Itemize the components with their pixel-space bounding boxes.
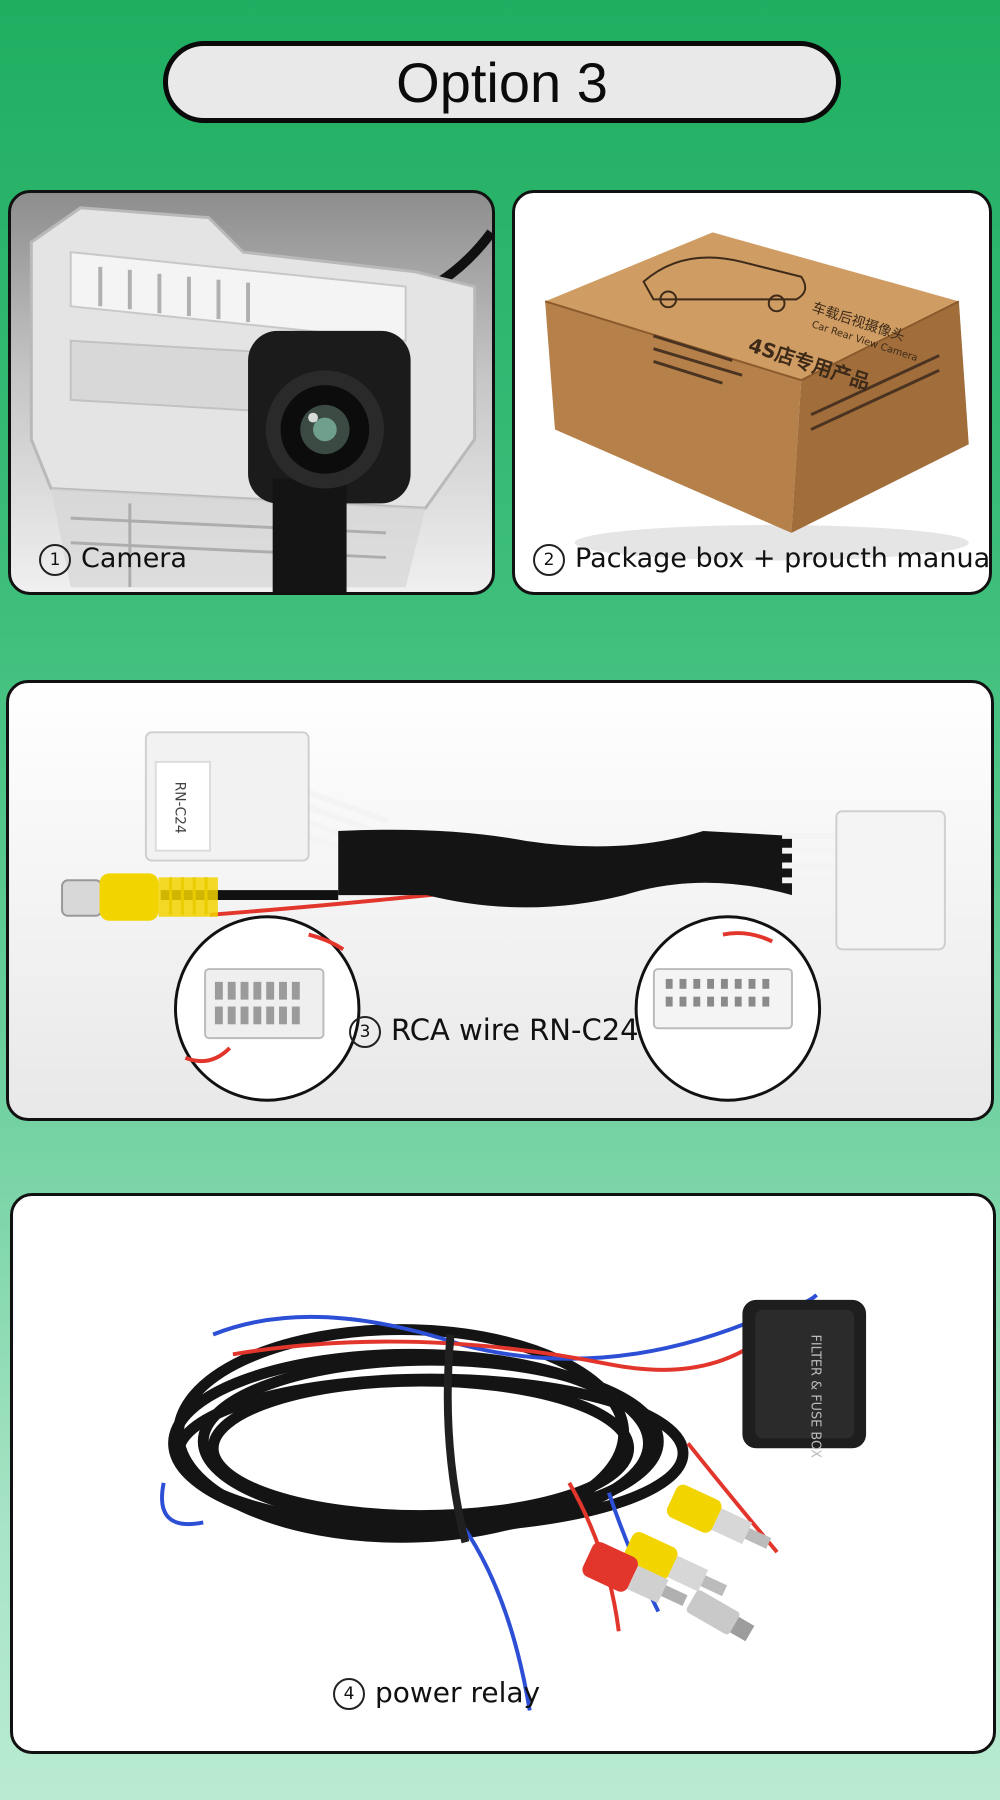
rca-wire-illustration: RN-C24: [61, 731, 946, 1102]
camera-label: Camera: [81, 543, 187, 574]
rca-wire-caption: 3 RCA wire RN-C24: [349, 1013, 639, 1048]
package-box-caption: 2 Package box + proucth manual: [533, 543, 992, 576]
page-title-banner: Option 3: [163, 41, 841, 123]
rca-wire-panel: RN-C24 3 RCA wire RN-C24: [6, 680, 994, 1121]
relay-box-text: FILTER & FUSE BOX: [808, 1335, 823, 1459]
camera-illustration: [29, 206, 492, 592]
connector-tag-text: RN-C24: [171, 782, 187, 834]
power-relay-caption: 4 power relay: [333, 1676, 540, 1710]
number-badge-1: 1: [39, 543, 71, 576]
number-badge-4: 4: [333, 1678, 365, 1710]
package-box-label: Package box + proucth manual: [575, 543, 992, 574]
camera-panel: 1 Camera: [8, 190, 495, 595]
rca-wire-label: RCA wire RN-C24: [391, 1013, 639, 1047]
camera-caption: 1 Camera: [39, 543, 187, 576]
number-badge-2: 2: [533, 543, 565, 576]
package-box-panel: 车载后视摄像头 Car Rear View Camera 4S店专用产品 2 Pa…: [512, 190, 992, 595]
power-relay-label: power relay: [375, 1676, 541, 1709]
power-relay-illustration: FILTER & FUSE BOX: [160, 1293, 867, 1711]
package-box-illustration: 车载后视摄像头 Car Rear View Camera 4S店专用产品: [544, 232, 969, 561]
number-badge-3: 3: [349, 1016, 381, 1048]
power-relay-panel: FILTER & FUSE BOX 4 power relay: [10, 1193, 996, 1754]
page-title: Option 3: [396, 50, 608, 114]
